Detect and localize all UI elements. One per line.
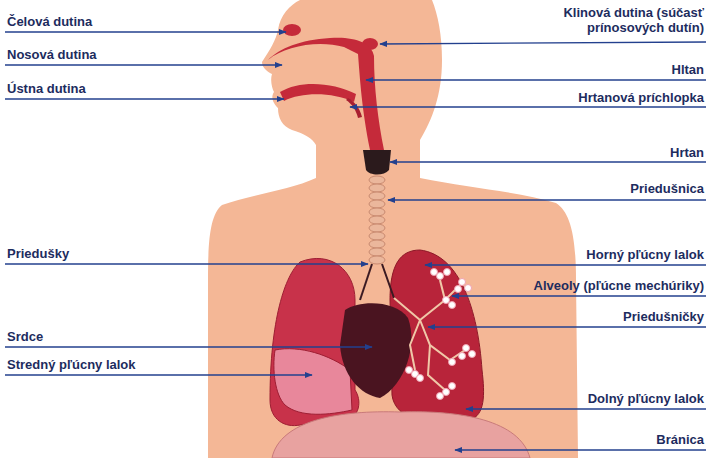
part-label: Bránica xyxy=(656,432,704,447)
oral-cavity xyxy=(280,84,356,102)
part-label: Ústna dutina xyxy=(7,81,86,96)
part-label: Dolný pľúcny lalok xyxy=(588,391,704,406)
body-silhouette xyxy=(208,0,578,458)
part-label: Hrtan xyxy=(670,145,704,160)
part-label: Horný pľúcny lalok xyxy=(586,247,704,262)
part-label: Priedušničky xyxy=(623,309,704,324)
alveoli xyxy=(406,269,476,400)
heart xyxy=(340,303,411,398)
part-label: Stredný pľúcny lalok xyxy=(7,357,136,372)
part-label: Priedušky xyxy=(7,246,69,261)
diaphragm xyxy=(272,412,530,458)
middle-lobe xyxy=(274,349,352,415)
part-label: Klinová dutina (súčasť prínosových dutín… xyxy=(514,5,704,35)
part-label: Srdce xyxy=(7,329,43,344)
part-label: Alveoly (pľúcne mechúriky) xyxy=(534,278,704,293)
part-label: Priedušnica xyxy=(630,181,704,196)
part-label: Hrtanová príchlopka xyxy=(578,90,704,105)
nasal-pharynx xyxy=(268,38,384,150)
larynx xyxy=(363,150,391,175)
frontal-sinus xyxy=(283,24,301,36)
bronchi xyxy=(360,264,394,300)
epiglottis xyxy=(346,98,362,118)
leader-lines xyxy=(5,32,706,450)
part-label: Čelová dutina xyxy=(7,14,92,29)
part-label: Nosová dutina xyxy=(7,47,97,62)
part-label: Hltan xyxy=(672,62,705,77)
trachea xyxy=(369,176,385,264)
